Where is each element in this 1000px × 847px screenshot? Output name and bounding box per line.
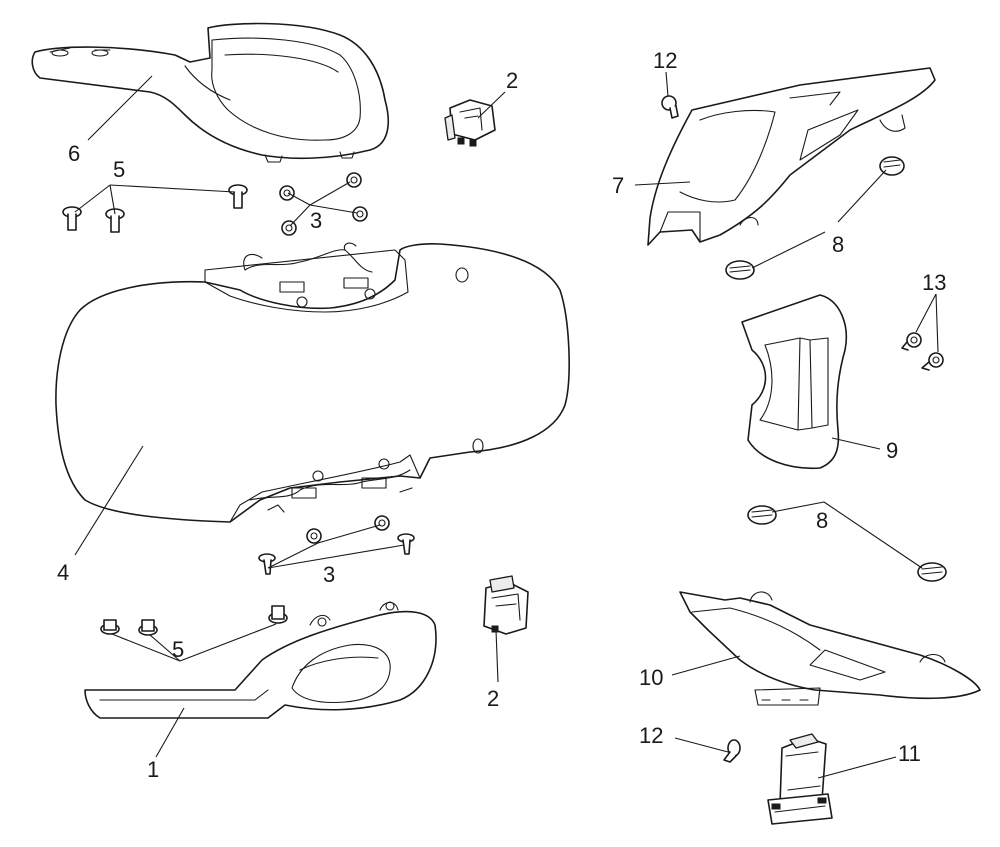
callout-12-bottom: 12 bbox=[639, 723, 663, 748]
part-5-screws-bottom bbox=[100, 605, 288, 636]
callout-5-bottom: 5 bbox=[172, 637, 184, 662]
part-8-clips-bottom bbox=[747, 505, 947, 582]
part-1-lower-cover bbox=[84, 601, 437, 719]
callout-3-top: 3 bbox=[310, 208, 322, 233]
part-10-lower-bracket bbox=[679, 591, 981, 706]
part-12-screw-bottom bbox=[723, 739, 741, 763]
callout-10: 10 bbox=[639, 665, 663, 690]
part-3-nuts-bottom bbox=[258, 515, 415, 575]
part-12-screw-top bbox=[661, 95, 679, 119]
callout-8-bottom: 8 bbox=[816, 508, 828, 533]
callout-labels: 6 2 5 3 4 3 5 2 1 12 7 8 13 9 8 10 12 11 bbox=[57, 48, 946, 782]
callout-11: 11 bbox=[898, 741, 921, 766]
part-2-connector-top bbox=[444, 99, 496, 147]
part-5-screws-top bbox=[62, 184, 248, 233]
callout-12-top: 12 bbox=[653, 48, 677, 73]
callout-5-top: 5 bbox=[113, 157, 125, 182]
part-13-screws bbox=[901, 332, 944, 371]
callout-2-bottom: 2 bbox=[487, 686, 499, 711]
callout-7: 7 bbox=[612, 173, 624, 198]
part-7-upper-bracket bbox=[647, 67, 936, 246]
part-4-main-shell bbox=[55, 242, 570, 523]
leader-lines bbox=[74, 71, 939, 779]
callout-2-top: 2 bbox=[506, 68, 518, 93]
callout-8-top: 8 bbox=[832, 232, 844, 257]
part-2-connector-bottom bbox=[483, 575, 529, 635]
part-9-frame bbox=[741, 294, 847, 470]
callout-3-bottom: 3 bbox=[323, 562, 335, 587]
callout-6: 6 bbox=[68, 141, 80, 166]
part-11-actuator bbox=[767, 733, 833, 825]
callout-13: 13 bbox=[922, 270, 946, 295]
callout-4: 4 bbox=[57, 560, 69, 585]
callout-1: 1 bbox=[147, 757, 159, 782]
part-3-nuts-top bbox=[279, 172, 368, 236]
part-6-upper-cover bbox=[31, 22, 390, 163]
callout-9: 9 bbox=[886, 438, 898, 463]
